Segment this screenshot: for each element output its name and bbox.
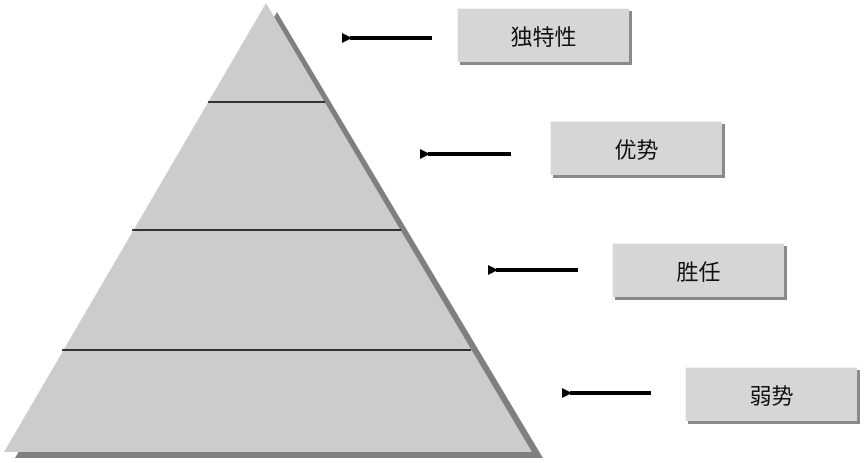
level-label-text: 胜任 <box>676 260 721 286</box>
level-label-text: 独特性 <box>510 25 577 51</box>
pyramid <box>4 3 532 452</box>
level-label-text: 优势 <box>614 138 659 164</box>
level-label-weakness: 弱势 <box>685 367 857 421</box>
level-label-competence: 胜任 <box>612 243 784 297</box>
level-label-strengths: 优势 <box>550 121 722 175</box>
level-label-uniqueness: 独特性 <box>457 8 629 62</box>
level-label-text: 弱势 <box>749 384 794 410</box>
